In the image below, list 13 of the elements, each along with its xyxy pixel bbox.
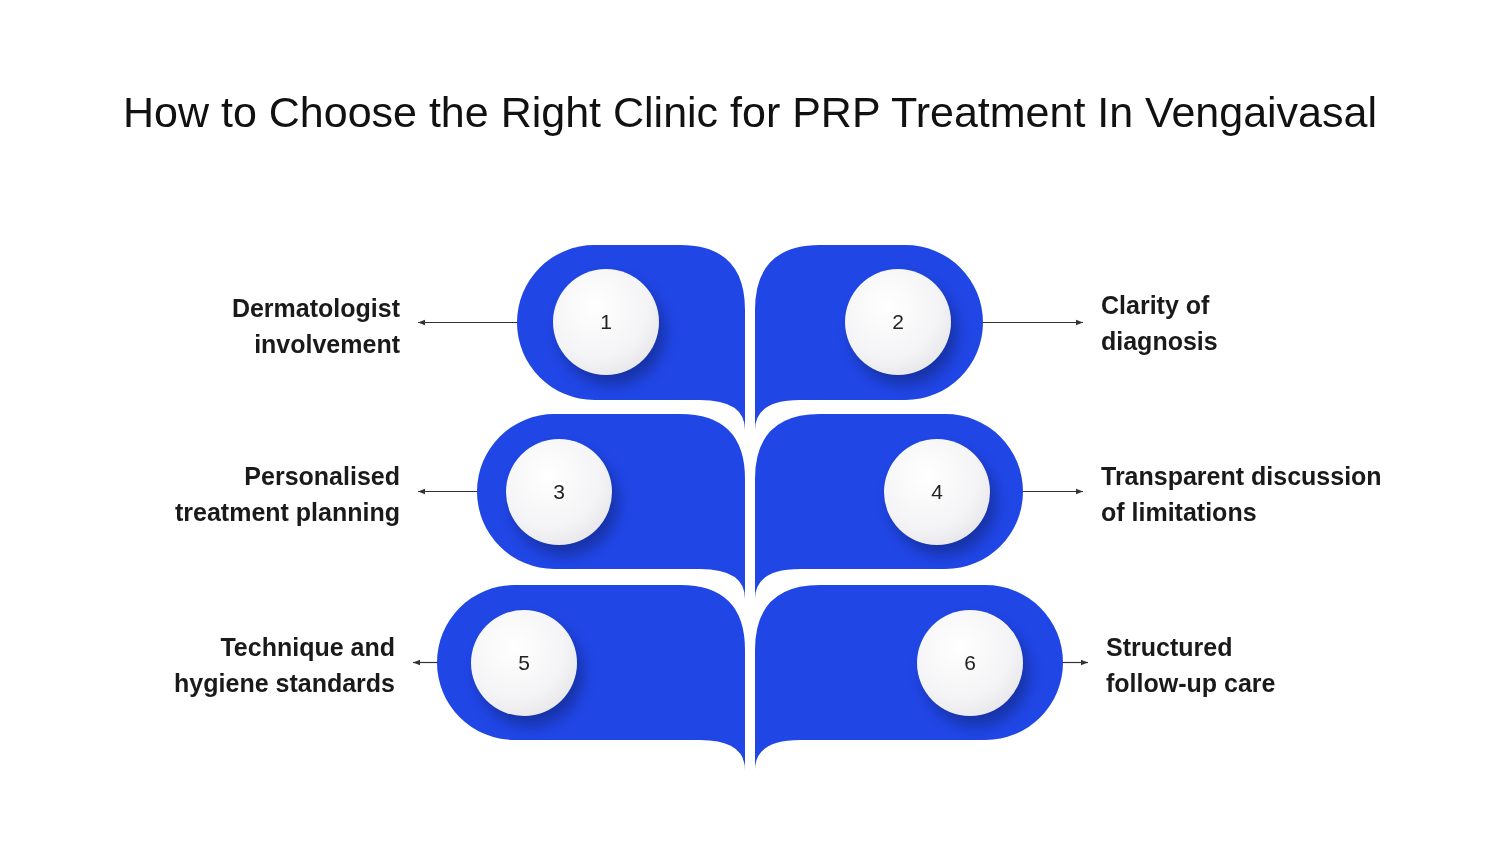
arrow (417, 319, 518, 326)
step-label: Personalised treatment planning (130, 458, 418, 530)
arrow (1062, 659, 1089, 666)
step-label: Structured follow-up care (1088, 629, 1298, 701)
title: How to Choose the Right Clinic for PRP Treatment In Vengaivasal (122, 88, 1378, 137)
arrow (982, 319, 1084, 326)
step-label: Dermatologist involvement (180, 290, 418, 362)
arrow (412, 659, 438, 666)
step-label: Clarity of diagnosis (1083, 287, 1253, 359)
arrow (417, 488, 478, 495)
step-label: Transparent discussion of limitations (1083, 458, 1403, 530)
step-label: Technique and hygiene standards (150, 629, 413, 701)
arrow (1022, 488, 1084, 495)
